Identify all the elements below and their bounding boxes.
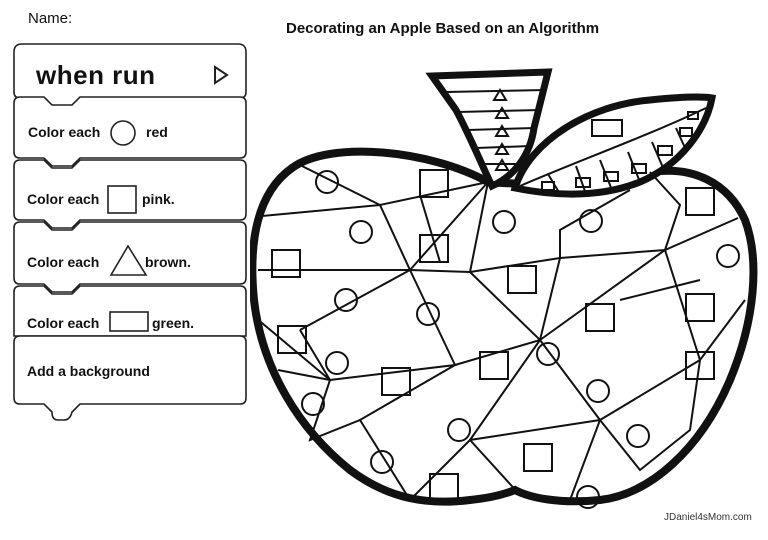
step-2-prefix: Color each: [27, 191, 100, 207]
rectangle-mark: [575, 177, 591, 188]
rectangle-shape-icon: [109, 311, 149, 332]
circle-mark: [334, 288, 358, 312]
square-mark: [585, 303, 615, 332]
step-block-2: [13, 159, 247, 229]
circle-mark: [586, 379, 610, 403]
site-credit: JDaniel4sMom.com: [664, 512, 752, 523]
step-4-suffix: green.: [152, 315, 195, 331]
rectangle-mark: [603, 171, 619, 182]
circle-mark: [626, 424, 650, 448]
triangle-mark: [494, 106, 510, 119]
step-5-label: Add a background: [27, 363, 150, 379]
square-mark: [271, 249, 301, 278]
square-mark: [381, 367, 411, 396]
square-mark: [419, 169, 449, 198]
square-mark: [685, 293, 715, 322]
step-block-4: [13, 285, 247, 337]
circle-shape-icon: [110, 120, 136, 146]
circle-mark: [536, 342, 560, 366]
rectangle-mark: [591, 119, 623, 137]
mosaic-lines: [255, 164, 746, 502]
algorithm-block-stack: [13, 43, 247, 421]
circle-mark: [301, 392, 325, 416]
name-label: Name:: [28, 10, 73, 27]
triangle-mark: [494, 124, 510, 137]
rectangle-mark: [679, 127, 693, 137]
square-mark: [479, 351, 509, 380]
square-mark: [507, 265, 537, 294]
apple-coloring-illustration: [250, 68, 758, 509]
square-mark: [419, 234, 449, 263]
play-triangle-icon[interactable]: [212, 65, 230, 85]
when-run-label: when run: [36, 60, 156, 90]
circle-mark: [579, 209, 603, 233]
triangle-mark: [494, 158, 510, 171]
circle-mark: [325, 351, 349, 375]
square-mark: [429, 473, 459, 502]
square-mark: [277, 325, 307, 354]
rectangle-mark: [541, 181, 555, 191]
circle-mark: [349, 220, 373, 244]
square-mark: [685, 351, 715, 380]
step-2-suffix: pink.: [142, 191, 175, 207]
step-1-suffix: red: [146, 124, 168, 140]
circle-mark: [447, 418, 471, 442]
step-block-1: [13, 96, 247, 167]
rectangle-mark: [687, 111, 699, 120]
step-3-prefix: Color each: [27, 254, 100, 270]
step-block-3: [13, 221, 247, 293]
square-mark: [685, 187, 715, 216]
step-1-prefix: Color each: [28, 124, 101, 140]
apple-leaf: [510, 93, 717, 198]
step-4-prefix: Color each: [27, 315, 100, 331]
step-block-5: [13, 335, 247, 421]
rectangle-mark: [657, 145, 673, 156]
triangle-mark: [494, 142, 510, 155]
circle-mark: [492, 210, 516, 234]
square-shape-icon: [107, 185, 137, 214]
circle-mark: [576, 485, 600, 509]
circle-mark: [370, 450, 394, 474]
triangle-mark: [492, 88, 508, 101]
rectangle-mark: [631, 163, 647, 174]
step-3-suffix: brown.: [145, 254, 191, 270]
circle-mark: [716, 244, 740, 268]
page-title: Decorating an Apple Based on an Algorith…: [286, 20, 600, 37]
triangle-shape-icon: [109, 244, 148, 276]
circle-mark: [416, 302, 440, 326]
square-mark: [523, 443, 553, 472]
circle-mark: [315, 170, 339, 194]
